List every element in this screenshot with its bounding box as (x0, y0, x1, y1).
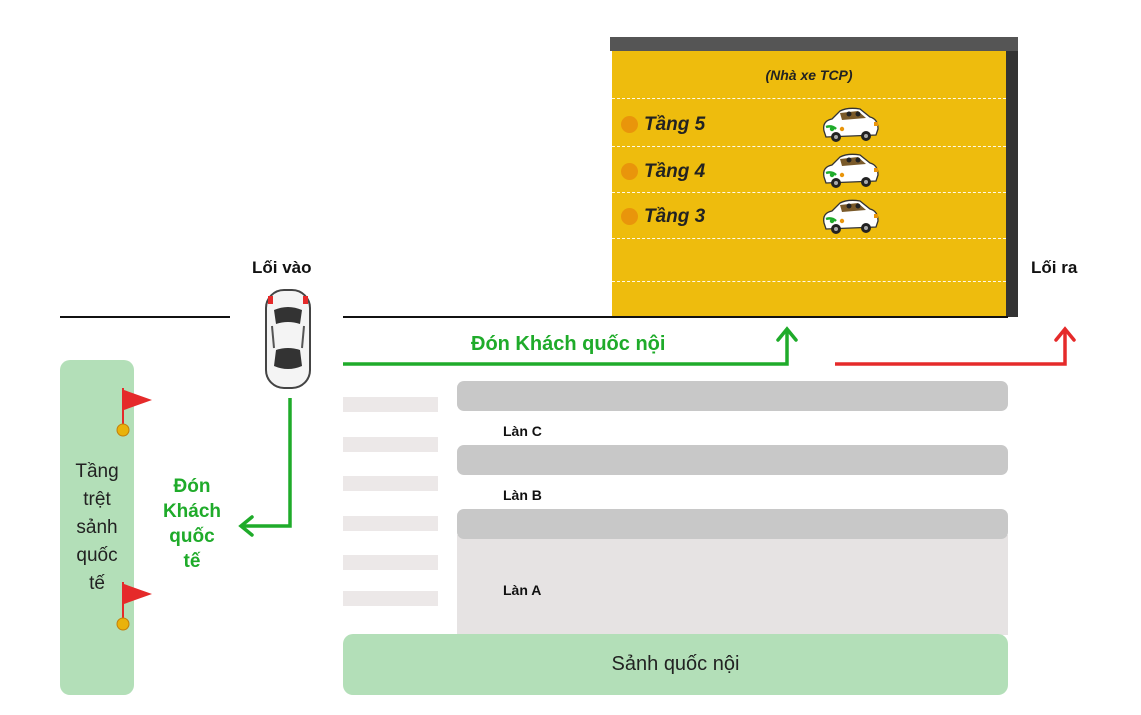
taxi-icon (823, 107, 879, 142)
international-pickup-arrow (238, 398, 292, 537)
crosswalk-stripe (343, 437, 438, 452)
floor-divider (612, 238, 1006, 239)
international-pickup-label: Đón Khách quốc tế (162, 476, 222, 572)
floor-label-4: Tầng 4 (644, 161, 706, 182)
lane-divider (457, 445, 1008, 475)
crosswalk-stripe (343, 555, 438, 570)
lane-divider (457, 509, 1008, 539)
entrance-label: Lối vào (252, 258, 312, 277)
domestic-pickup-arrow (343, 326, 798, 366)
road-boundary-line (343, 316, 1008, 318)
floor-divider (612, 192, 1006, 193)
lane-a-area (457, 535, 1008, 635)
lane-c-label: Làn C (503, 423, 542, 439)
floor-divider (612, 281, 1006, 282)
crosswalk-stripe (343, 516, 438, 531)
car-top-view-icon (265, 289, 311, 389)
domestic-hall-label: Sảnh quốc nội (611, 653, 740, 675)
road-boundary-line (60, 316, 230, 318)
exit-arrow (835, 326, 1076, 366)
parking-garage: (Nhà xe TCP) Tầng 5 Tầng 4 Tầng 3 (612, 51, 1006, 316)
floor-label-5: Tầng 5 (644, 114, 706, 135)
garage-title: (Nhà xe TCP) (765, 67, 853, 83)
crosswalk-stripe (343, 476, 438, 491)
taxi-icon (823, 199, 879, 234)
exit-label: Lối ra (1031, 258, 1078, 277)
flag-icon (116, 388, 152, 437)
floor-divider (612, 146, 1006, 147)
floor-dot-icon (621, 163, 638, 180)
domestic-pickup-label: Đón Khách quốc nội (471, 333, 666, 355)
domestic-hall: Sảnh quốc nội (343, 634, 1008, 695)
floor-label-3: Tầng 3 (644, 206, 706, 227)
garage-side-shade (1006, 37, 1018, 317)
lane-a-label: Làn A (503, 582, 542, 598)
crosswalk-stripe (343, 591, 438, 606)
crosswalk-stripe (343, 397, 438, 412)
lane-b-label: Làn B (503, 487, 542, 503)
floor-dot-icon (621, 208, 638, 225)
floor-divider (612, 98, 1006, 99)
international-ground-hall: Tầng trệt sảnh quốc tế (60, 360, 134, 695)
lane-divider (457, 381, 1008, 411)
taxi-icon (823, 153, 879, 188)
garage-top-shade (610, 37, 1018, 51)
floor-dot-icon (621, 116, 638, 133)
flag-icon (116, 582, 152, 631)
